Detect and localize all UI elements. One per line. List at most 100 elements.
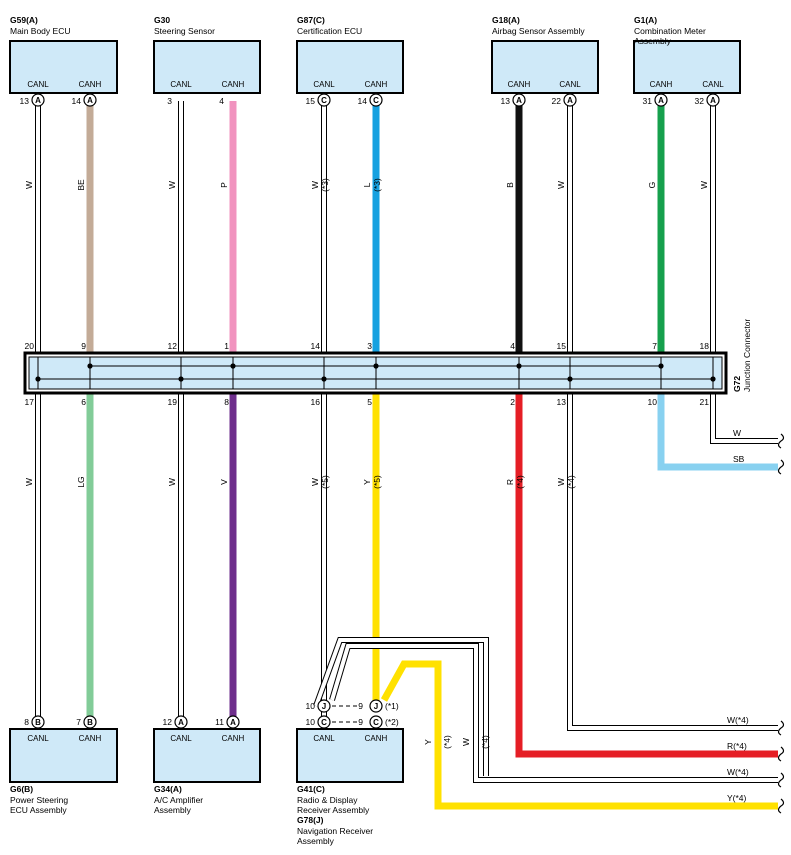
exit-label-2: W(*4) (727, 715, 749, 725)
jc-bottom-pin-4: 16 (311, 397, 321, 407)
component-id2-bottom-2: G78(J) (297, 815, 324, 825)
pin-num-top-3-0: 13 (501, 96, 511, 106)
wire-note-bottom-7: (*4) (566, 475, 576, 489)
jc-node-l-1 (178, 376, 184, 382)
wire-code-bottom-4: W (310, 478, 320, 486)
pin-conn-bottom-0-0 (31, 715, 45, 729)
component-name-top-0-0: Main Body ECU (10, 26, 70, 36)
component-id-top-2: G87(C) (297, 15, 325, 25)
wire-code-top-0: W (24, 181, 34, 189)
jc-top-pin-0: 20 (25, 341, 35, 351)
pin-label-top-4-1: CANL (702, 80, 724, 89)
pin-conn-top-4-0 (654, 93, 668, 107)
navi-conn-b-1 (369, 715, 383, 729)
exit-break-4 (777, 772, 785, 788)
component-box-bottom-1 (153, 728, 261, 783)
exit-break-2 (777, 720, 785, 736)
component-box-bottom-2 (296, 728, 404, 783)
component-name-bottom-2-0: Radio & Display (297, 795, 358, 805)
pin-label-bottom-2-1: CANH (365, 734, 388, 743)
pin-num-top-0-1: 14 (72, 96, 82, 106)
component-box-top-0 (9, 40, 118, 94)
jc-bottom-pin-7: 13 (557, 397, 567, 407)
exit-break-1 (777, 459, 785, 475)
jc-bottom-pin-3: 8 (224, 397, 229, 407)
jc-top-pin-6: 4 (510, 341, 515, 351)
pin-conn-bottom-0-1-letter: B (87, 718, 93, 727)
pin-conn-bottom-0-1 (83, 715, 97, 729)
wire-bot-9 (711, 393, 778, 443)
wire-code-bottom-2: W (167, 478, 177, 486)
wire-code-top-7: W (556, 181, 566, 189)
pin-label-bottom-1-1: CANH (222, 734, 245, 743)
pin-conn-top-0-1 (83, 93, 97, 107)
wires-layer (35, 101, 785, 814)
jc-top-pin-5: 3 (367, 341, 372, 351)
pin-label-top-1-0: CANL (170, 80, 192, 89)
jc-top-pin-3: 1 (224, 341, 229, 351)
component-name-top-4-0: Combination Meter (634, 26, 706, 36)
pin-label-top-2-0: CANL (313, 80, 335, 89)
component-id-bottom-0: G6(B) (10, 784, 33, 794)
pin-num-top-4-0: 31 (643, 96, 653, 106)
exit-label-3: R(*4) (727, 741, 747, 751)
wire-note-bottom-4: (*5) (320, 475, 330, 489)
pin-label-top-0-1: CANH (79, 80, 102, 89)
pin-label-bottom-0-0: CANL (27, 734, 49, 743)
component-box-top-1 (153, 40, 261, 94)
pin-conn-bottom-1-0 (174, 715, 188, 729)
jc-node-h-1 (230, 363, 236, 369)
component-box-bottom-0 (9, 728, 118, 783)
wire-nav-w-inner (314, 638, 488, 776)
pin-num-bottom-0-0: 8 (24, 717, 29, 727)
navi-conn-b-0 (369, 699, 383, 713)
pin-label-top-3-0: CANH (508, 80, 531, 89)
component-id-top-3: G18(A) (492, 15, 520, 25)
component-id-top-1: G30 (154, 15, 170, 25)
pin-label-top-3-1: CANL (559, 80, 581, 89)
navi-conn-a-0 (317, 699, 331, 713)
pin-num-top-3-1: 22 (552, 96, 562, 106)
pin-num-top-2-1: 14 (358, 96, 368, 106)
wire-bot-9-outline (710, 393, 778, 444)
pin-conn-top-4-0-letter: A (658, 96, 664, 105)
component-name-top-4-1: Assembly (634, 36, 672, 46)
pin-label-bottom-1-0: CANL (170, 734, 192, 743)
component-box-top-2 (296, 40, 404, 94)
component-name-bottom-1-0: A/C Amplifier (154, 795, 203, 805)
wire-code-top-9: W (699, 181, 709, 189)
component-name-bottom-2-1: Receiver Assembly (297, 805, 370, 815)
pin-conn-top-0-1-letter: A (87, 96, 93, 105)
wire-code-top-4: W (310, 181, 320, 189)
jc-top-pin-8: 7 (652, 341, 657, 351)
pin-num-bottom-1-1: 11 (215, 717, 224, 727)
navi-note-0: (*1) (385, 701, 399, 711)
wire-bot-8 (657, 393, 778, 471)
jc-node-l-3 (567, 376, 573, 382)
pin-num-bottom-0-1: 7 (76, 717, 81, 727)
jc-bottom-pin-0: 17 (25, 397, 35, 407)
wire-code-bottom-0: W (24, 478, 34, 486)
pin-conn-top-3-0-letter: A (516, 96, 522, 105)
pin-conn-top-3-1-letter: A (567, 96, 573, 105)
jc-top-pin-9: 18 (700, 341, 710, 351)
pin-conn-top-3-0 (512, 93, 526, 107)
component-name-bottom-1-1: Assembly (154, 805, 192, 815)
navi-pin-num2-1: 9 (358, 717, 363, 727)
navi-conn-b-0-letter: J (374, 702, 378, 711)
pin-conn-top-2-1 (369, 93, 383, 107)
component-id-bottom-1: G34(A) (154, 784, 182, 794)
exit-break-0 (777, 433, 785, 449)
pin-conn-top-2-0 (317, 93, 331, 107)
navi-pin-num-1: 10 (306, 717, 316, 727)
pin-conn-bottom-1-0-letter: A (178, 718, 184, 727)
exit-label-1: SB (733, 454, 745, 464)
wire-code-bottom-3: V (219, 479, 229, 485)
wire-note-top-4: (*3) (320, 178, 330, 192)
jc-node-l-4 (710, 376, 716, 382)
pin-num-top-1-1: 4 (219, 96, 224, 106)
pin-conn-bottom-1-1-letter: A (230, 718, 236, 727)
jc-node-l-0 (35, 376, 41, 382)
pin-conn-top-0-0 (31, 93, 45, 107)
